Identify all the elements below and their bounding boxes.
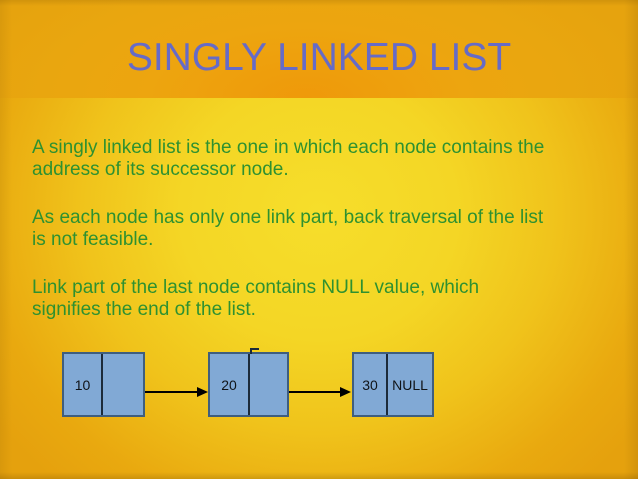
paragraph-2-line-1: As each node has only one link part, bac… bbox=[32, 207, 544, 228]
node-2-divider-notch bbox=[250, 348, 252, 354]
paragraph-1-line-1: A singly linked list is the one in which… bbox=[32, 137, 545, 158]
paragraph-2-line-2: is not feasible. bbox=[32, 229, 154, 250]
paragraph-2: As each node has only one link part, bac… bbox=[32, 207, 632, 251]
pointer-arrow-2 bbox=[289, 387, 351, 397]
paragraph-1-line-2: address of its successor node. bbox=[32, 159, 289, 180]
node-1-data-cell: 10 bbox=[64, 354, 103, 415]
list-node-3: 30 NULL bbox=[352, 352, 434, 417]
paragraph-3-line-2: signifies the end of the list. bbox=[32, 299, 256, 320]
node-3-data-cell: 30 bbox=[354, 354, 388, 415]
list-node-2: 20 bbox=[208, 352, 289, 417]
paragraph-3: Link part of the last node contains NULL… bbox=[32, 277, 632, 321]
slide-title: SINGLY LINKED LIST bbox=[126, 36, 512, 79]
node-2-link-cell bbox=[250, 354, 287, 415]
node-2-divider-notch-tick bbox=[250, 348, 259, 350]
paragraph-3-line-1: Link part of the last node contains NULL… bbox=[32, 277, 480, 298]
arrow-head-icon bbox=[340, 387, 351, 397]
pointer-arrow-1 bbox=[145, 387, 208, 397]
arrow-head-icon bbox=[197, 387, 208, 397]
list-node-1: 10 bbox=[62, 352, 145, 417]
node-2-data-value: 20 bbox=[221, 376, 237, 393]
title-band-background bbox=[0, 0, 638, 98]
node-1-link-cell bbox=[103, 354, 143, 415]
node-1-data-value: 10 bbox=[74, 376, 91, 393]
node-3-link-value: NULL bbox=[392, 376, 428, 393]
node-3-data-value: 30 bbox=[362, 376, 378, 393]
slide-body: A singly linked list is the one in which… bbox=[32, 137, 632, 347]
paragraph-1: A singly linked list is the one in which… bbox=[32, 137, 632, 181]
node-3-link-cell: NULL bbox=[388, 354, 432, 415]
node-2-data-cell: 20 bbox=[210, 354, 250, 415]
